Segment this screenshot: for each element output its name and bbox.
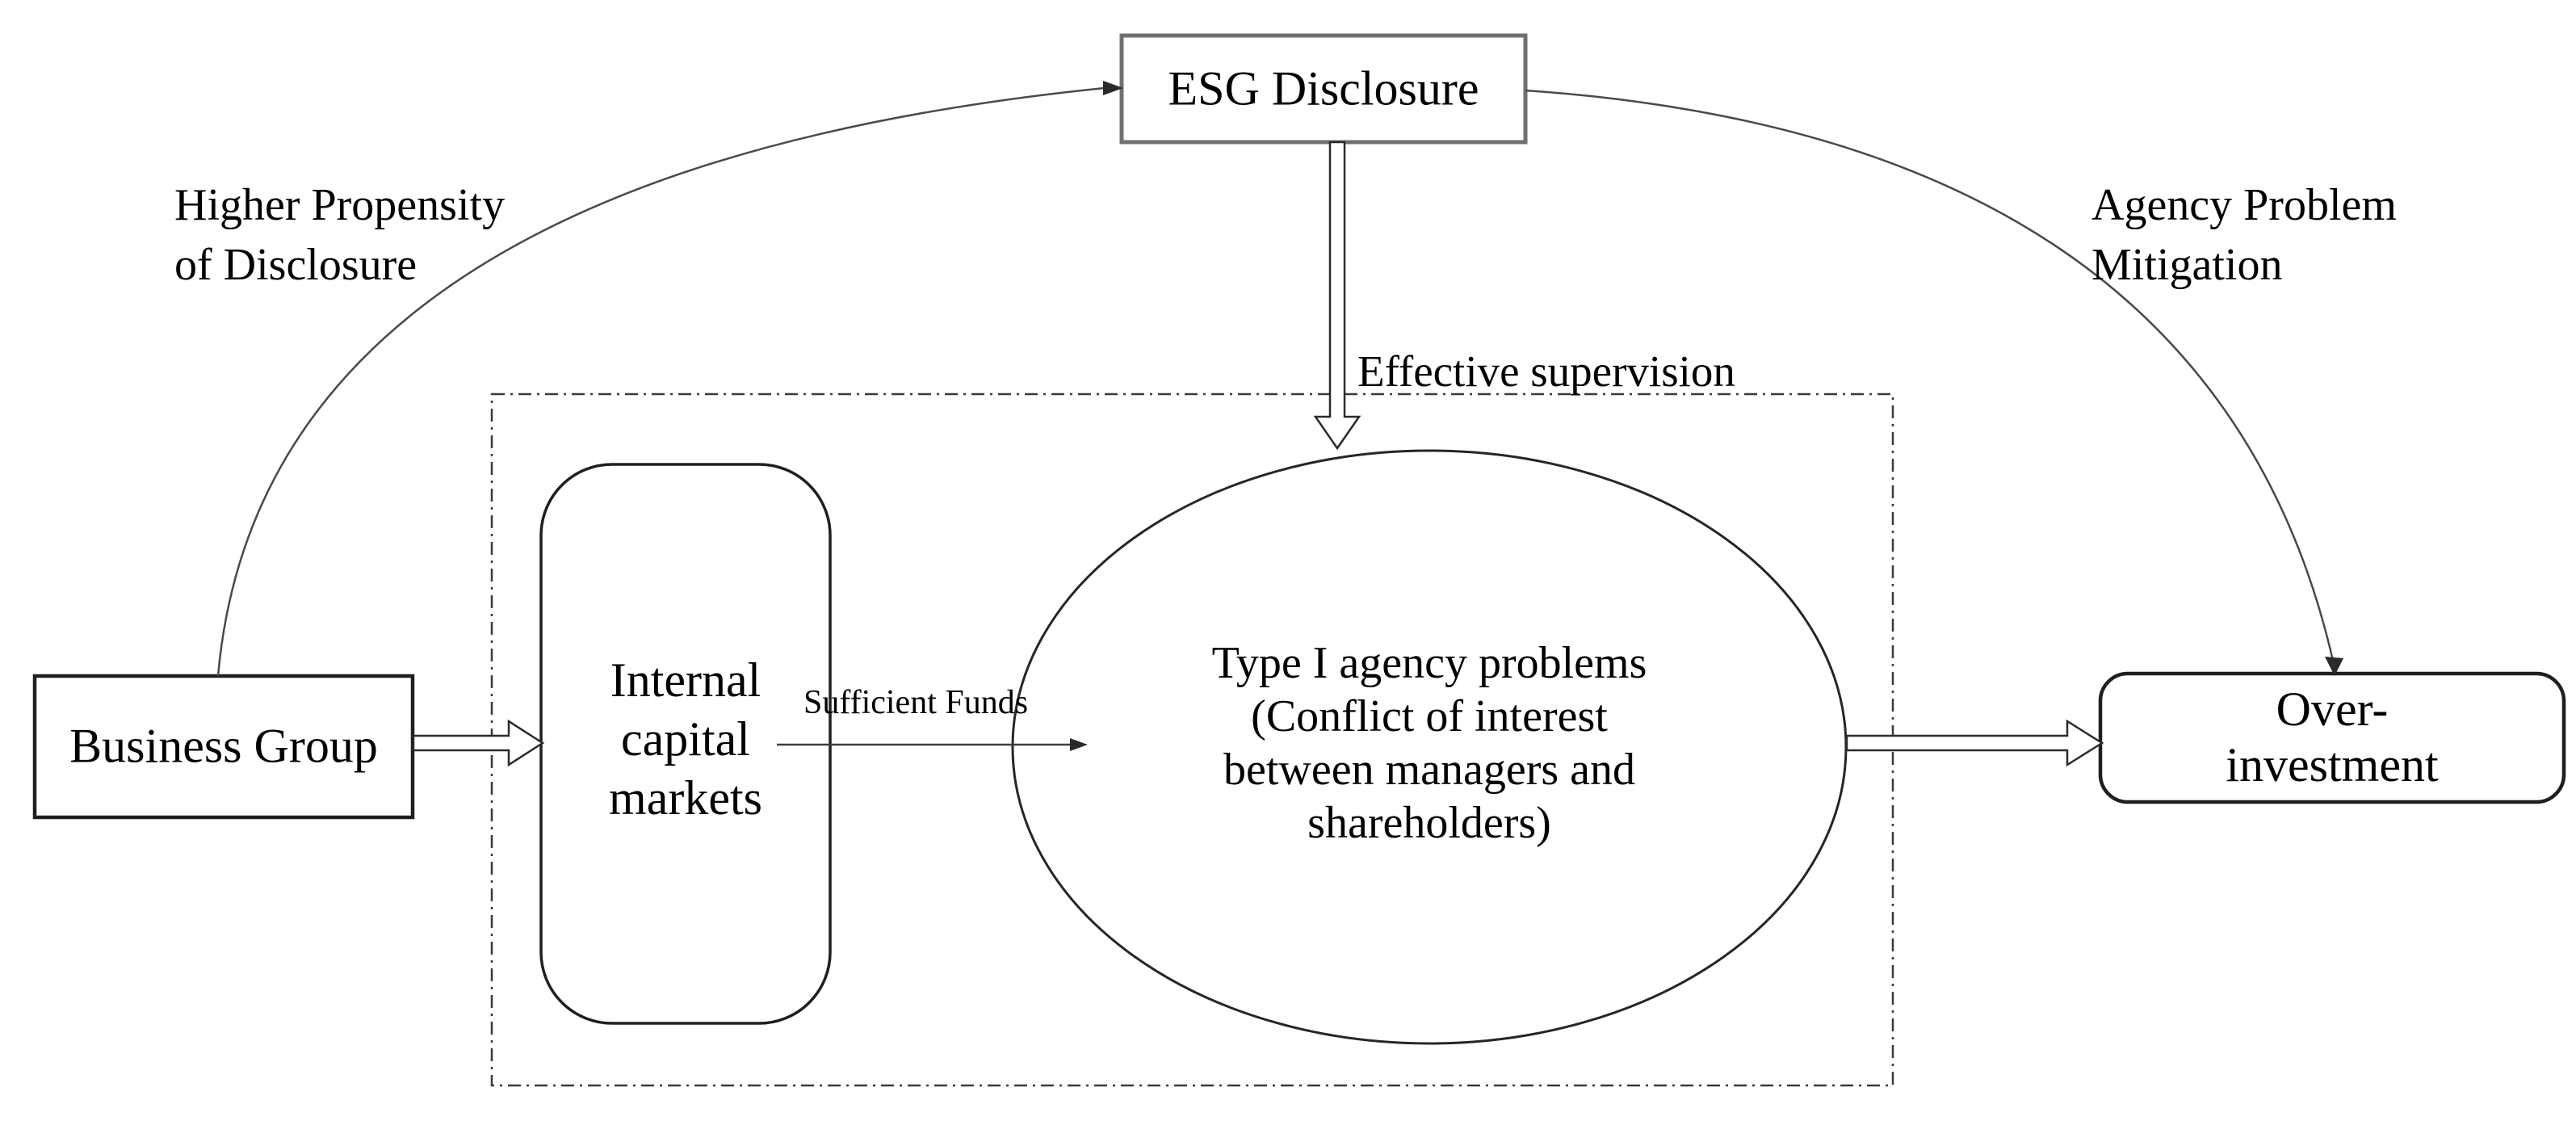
arrowhead-into-esg-icon — [1103, 81, 1123, 95]
effective-supervision-label: Effective supervision — [1357, 346, 1735, 396]
sufficient-funds-label: Sufficient Funds — [803, 684, 1029, 721]
business-group-box — [32, 674, 415, 820]
internal-capital-markets-label: Internal capital markets — [609, 653, 762, 825]
hollow-down-arrow-effective-supervision-icon — [1313, 141, 1361, 451]
hollow-right-arrow-over-investment-icon — [1845, 719, 2104, 767]
hollow-right-arrow-business-group-icon — [412, 719, 545, 767]
edge-agency-mitigation-curve — [1525, 89, 2335, 661]
arrowhead-sufficient-funds-icon — [1070, 738, 1088, 751]
higher-propensity-of-disclosure-label: Higher Propensity of Disclosure — [174, 180, 506, 290]
agency-problem-mitigation-label: Agency Problem Mitigation — [2091, 180, 2397, 290]
arrowhead-into-over-investment-icon — [2325, 657, 2343, 676]
esg-disclosure-label: ESG Disclosure — [1168, 61, 1479, 115]
type1-agency-problems-label: Type I agency problems (Conflict of inte… — [1211, 637, 1647, 849]
over-investment-label: Over-investment — [2226, 682, 2439, 791]
edge-higher-propensity-curve — [216, 86, 1105, 677]
over-investment-box — [2098, 671, 2566, 804]
esg-disclosure-box — [1119, 33, 1528, 145]
business-group-label: Business Group — [69, 719, 378, 773]
